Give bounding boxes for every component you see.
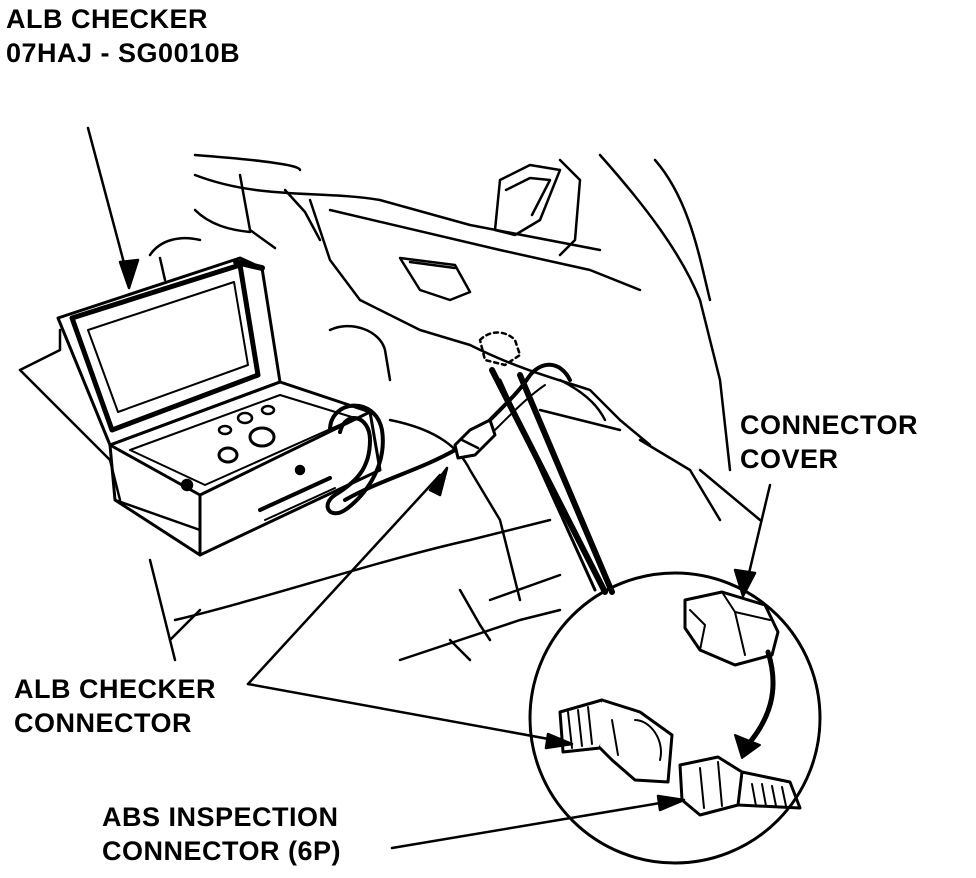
checker-cable	[453, 331, 572, 460]
alb-checker-connector-label-line2: CONNECTOR	[14, 708, 193, 738]
abs-inspection-connector-label: ABS INSPECTION CONNECTOR (6P)	[102, 800, 341, 868]
abs-inspection-connector-label-line1: ABS INSPECTION	[102, 802, 339, 832]
alb-checker-case	[56, 256, 457, 557]
alb-checker-connector-label: ALB CHECKER CONNECTOR	[14, 672, 216, 740]
alb-checker-connector-label-line1: ALB CHECKER	[14, 674, 217, 704]
connector-cover-label-line1: CONNECTOR	[740, 410, 919, 440]
detail-circle	[528, 571, 822, 865]
alb-checker-part-number: 07HAJ - SG0010B	[6, 38, 241, 68]
connector-cover-label-line2: COVER	[740, 444, 839, 474]
detail-wedge	[489, 367, 615, 595]
car-interior-outline	[18, 153, 762, 662]
connector-cover-label: CONNECTOR COVER	[740, 408, 918, 476]
alb-checker-label-line1: ALB CHECKER	[6, 4, 209, 34]
abs-inspection-connector-label-line2: CONNECTOR (6P)	[102, 836, 342, 866]
leader-arrows	[86, 126, 772, 850]
alb-checker-label: ALB CHECKER 07HAJ - SG0010B	[6, 2, 240, 70]
